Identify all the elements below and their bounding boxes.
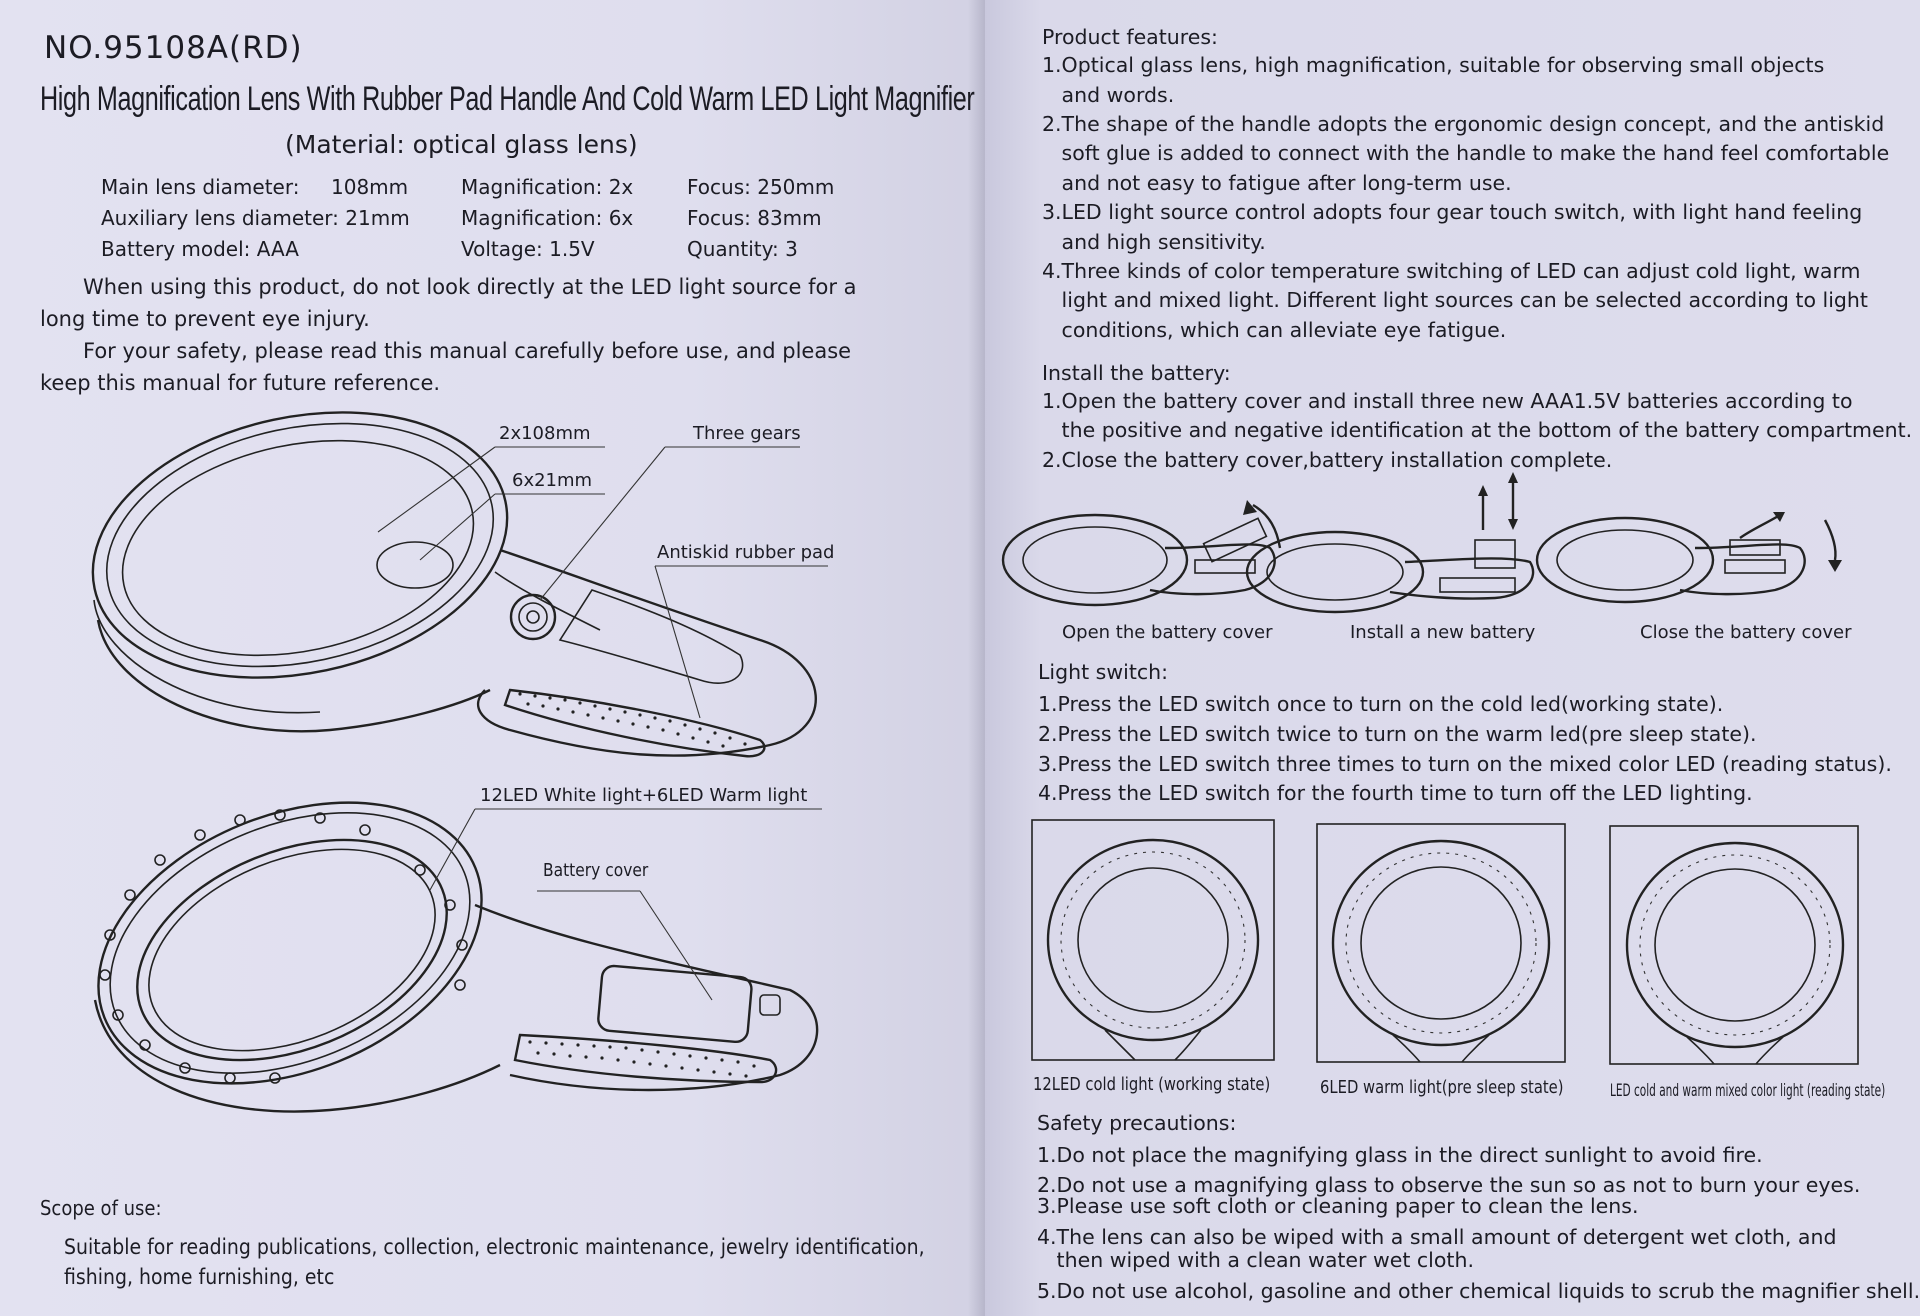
led-caption-mixed: LED cold and warm mixed color light (rea…	[1610, 1081, 1886, 1101]
feature-line: and high sensitivity.	[1042, 230, 1266, 254]
install-line: 2.Close the battery cover,battery instal…	[1042, 448, 1613, 472]
feature-line: and not easy to fatigue after long-term …	[1042, 171, 1512, 195]
spec-voltage: Voltage: 1.5V	[461, 237, 595, 261]
right-page: Product features: 1.Optical glass lens, …	[985, 0, 1920, 1316]
magnifier-back-diagram	[93, 801, 822, 1113]
warning-line-1: When using this product, do not look dir…	[83, 275, 857, 299]
open-cover-illustration	[1001, 500, 1282, 607]
feature-line: 2.The shape of the handle adopts the erg…	[1042, 112, 1885, 136]
label-gears: Three gears	[693, 423, 801, 444]
install-title: Install the battery:	[1042, 361, 1231, 385]
material-line: (Material: optical glass lens)	[285, 130, 638, 159]
switch-line: 2.Press the LED switch twice to turn on …	[1038, 722, 1757, 746]
precaution-line: 2.Do not use a magnifying glass to obser…	[1037, 1173, 1861, 1197]
precaution-line: then wiped with a clean water wet cloth.	[1037, 1248, 1474, 1272]
feature-line: soft glue is added to connect with the h…	[1042, 141, 1890, 165]
label-aux-lens: 6x21mm	[512, 470, 593, 491]
label-led-count: 12LED White light+6LED Warm light	[480, 785, 808, 806]
switch-line: 1.Press the LED switch once to turn on t…	[1038, 692, 1724, 716]
feature-line: 4.Three kinds of color temperature switc…	[1042, 259, 1861, 283]
install-battery-illustration	[1245, 472, 1535, 614]
spec-quantity: Quantity: 3	[687, 237, 798, 261]
battery-caption-install: Install a new battery	[1350, 622, 1536, 643]
switch-line: 3.Press the LED switch three times to tu…	[1038, 752, 1892, 776]
led-caption-warm: 6LED warm light(pre sleep state)	[1320, 1077, 1564, 1098]
label-rubber-pad: Antiskid rubber pad	[657, 542, 835, 563]
model-number: NO.95108A(RD)	[44, 30, 303, 66]
label-battery-cover: Battery cover	[543, 860, 649, 881]
features-title: Product features:	[1042, 25, 1218, 49]
warning-line-2: long time to prevent eye injury.	[40, 307, 370, 331]
precaution-line: 4.The lens can also be wiped with a smal…	[1037, 1225, 1837, 1249]
scope-title: Scope of use:	[40, 1196, 162, 1220]
led-caption-cold: 12LED cold light (working state)	[1033, 1074, 1271, 1095]
magnifier-front-diagram	[91, 411, 828, 758]
spec-main-lens-label: Main lens diameter:	[101, 175, 300, 199]
left-page: NO.95108A(RD) High Magnification Lens Wi…	[0, 0, 985, 1316]
spec-focus-main: Focus: 250mm	[687, 175, 835, 199]
battery-caption-close: Close the battery cover	[1640, 622, 1852, 643]
precaution-line: 1.Do not place the magnifying glass in t…	[1037, 1143, 1763, 1167]
precaution-line: 5.Do not use alcohol, gasoline and other…	[1037, 1279, 1920, 1303]
battery-steps-diagram	[1001, 472, 1842, 614]
spec-main-lens-value: 108mm	[331, 175, 409, 199]
feature-line: conditions, which can alleviate eye fati…	[1042, 318, 1507, 342]
precautions-title: Safety precautions:	[1037, 1111, 1237, 1135]
safety-line-2: keep this manual for future reference.	[40, 371, 441, 395]
feature-line: 1.Optical glass lens, high magnification…	[1042, 53, 1825, 77]
spec-aux-lens: Auxiliary lens diameter: 21mm	[101, 206, 410, 230]
feature-line: 3.LED light source control adopts four g…	[1042, 200, 1863, 224]
switch-title: Light switch:	[1038, 660, 1169, 684]
spec-battery: Battery model: AAA	[101, 237, 299, 261]
safety-line-1: For your safety, please read this manual…	[83, 339, 852, 363]
battery-caption-open: Open the battery cover	[1062, 622, 1273, 643]
label-main-lens: 2x108mm	[499, 423, 591, 444]
scope-line-1: Suitable for reading publications, colle…	[64, 1235, 925, 1259]
spec-magnification-main: Magnification: 2x	[461, 175, 634, 199]
product-title: High Magnification Lens With Rubber Pad …	[40, 80, 975, 118]
precaution-line: 3.Please use soft cloth or cleaning pape…	[1037, 1194, 1639, 1218]
switch-line: 4.Press the LED switch for the fourth ti…	[1038, 781, 1753, 805]
feature-line: and words.	[1042, 83, 1175, 107]
scope-line-2: fishing, home furnishing, etc	[64, 1265, 335, 1289]
install-line: 1.Open the battery cover and install thr…	[1042, 389, 1853, 413]
close-cover-illustration	[1535, 512, 1842, 604]
spec-focus-aux: Focus: 83mm	[687, 206, 822, 230]
led-modes-diagram	[1031, 819, 1859, 1065]
install-line: the positive and negative identification…	[1042, 418, 1913, 442]
spec-magnification-aux: Magnification: 6x	[461, 206, 634, 230]
feature-line: light and mixed light. Different light s…	[1042, 288, 1868, 312]
